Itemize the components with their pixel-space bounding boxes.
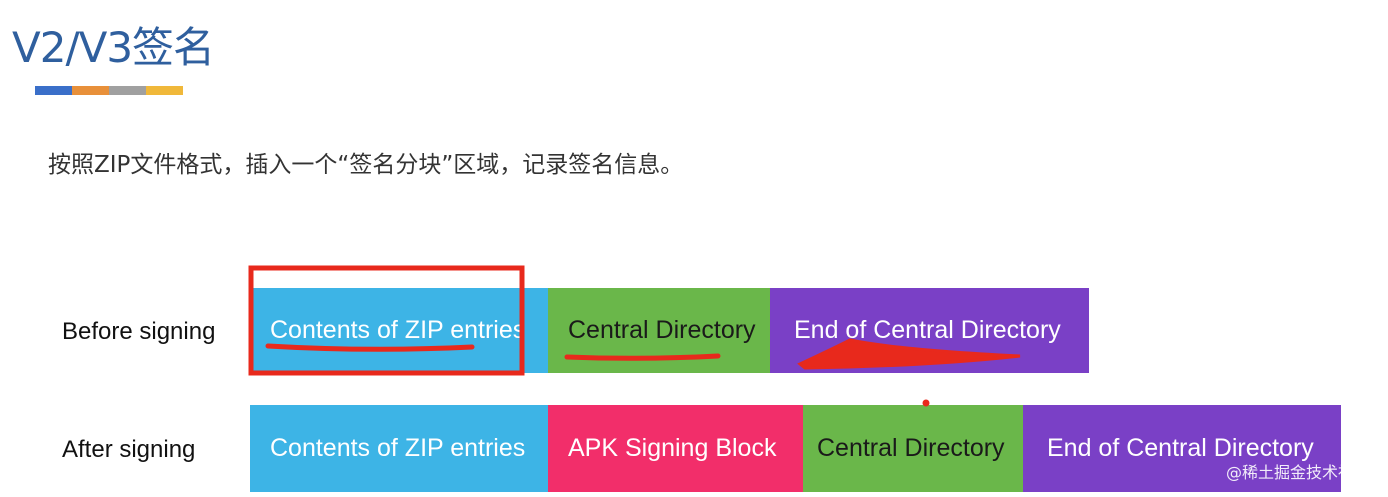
title-bar-segment-4	[146, 86, 183, 95]
page-title: V2/V3签名	[12, 23, 215, 72]
before-segment-end-of-central-directory: End of Central Directory	[770, 288, 1089, 373]
before-segment-zip-entries: Contents of ZIP entries	[250, 288, 548, 373]
before-segment-central-directory: Central Directory	[548, 288, 770, 373]
title-bar-segment-1	[35, 86, 72, 95]
title-bar-segment-2	[72, 86, 109, 95]
after-signing-label: After signing	[62, 436, 196, 463]
after-segment-end-of-central-directory: End of Central Directory	[1023, 405, 1341, 492]
after-segment-zip-entries: Contents of ZIP entries	[250, 405, 548, 492]
description-text: 按照ZIP文件格式，插入一个“签名分块”区域，记录签名信息。	[48, 152, 684, 178]
title-underline-bar	[35, 86, 183, 95]
before-signing-label: Before signing	[62, 318, 216, 345]
title-bar-segment-3	[109, 86, 146, 95]
after-segment-central-directory: Central Directory	[803, 405, 1023, 492]
watermark: @稀土掘金技术社区	[1225, 463, 1370, 482]
after-segment-apk-signing-block: APK Signing Block	[548, 405, 803, 492]
